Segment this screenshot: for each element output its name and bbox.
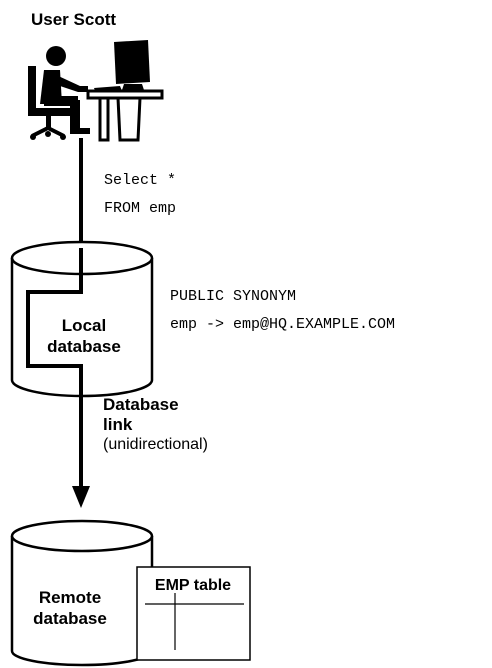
user-at-computer-icon [28, 40, 164, 142]
user-label: User Scott [31, 10, 116, 29]
local-db-label-2: database [47, 337, 121, 356]
query-line-2: FROM emp [104, 200, 176, 217]
link-label-3: (unidirectional) [103, 436, 208, 453]
link-label-1: Database [103, 395, 179, 414]
link-path-in-database [26, 248, 83, 410]
synonym-line-1: PUBLIC SYNONYM [170, 288, 296, 305]
remote-db-label-1: Remote [39, 588, 101, 607]
emp-table-label: EMP table [155, 577, 231, 594]
synonym-line-2: emp -> emp@HQ.EXAMPLE.COM [170, 316, 395, 333]
link-label-2: link [103, 415, 133, 434]
database-link-arrowhead [72, 486, 90, 508]
local-db-label-1: Local [62, 316, 106, 335]
query-line-1: Select * [104, 172, 176, 189]
emp-table-box [136, 566, 251, 661]
remote-db-label-2: database [33, 609, 107, 628]
remote-database-cylinder [10, 519, 154, 667]
